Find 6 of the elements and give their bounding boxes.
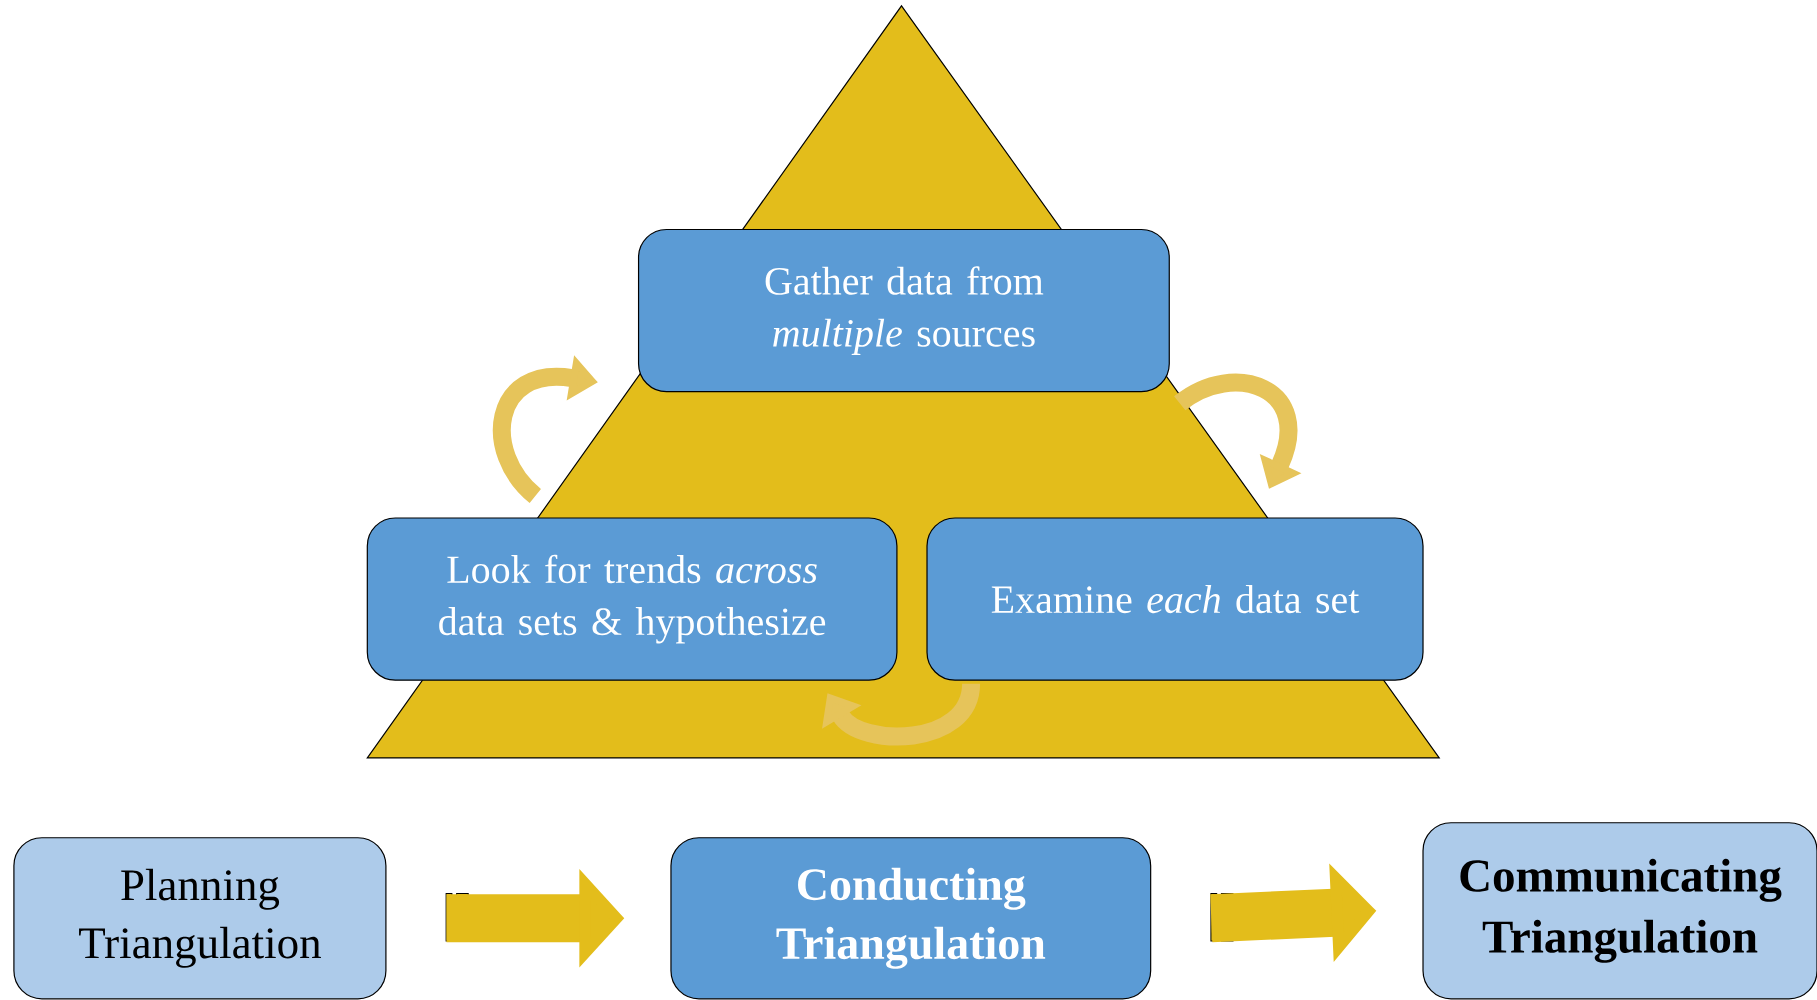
process-box: Examine each data set bbox=[926, 517, 1424, 681]
process-box: Planning Triangulation bbox=[13, 837, 387, 1000]
process-box: Gather data from multiple sources bbox=[637, 228, 1170, 393]
process-box: Communicating Triangulation bbox=[1422, 822, 1817, 1000]
process-box: Conducting Triangulation bbox=[670, 837, 1152, 1000]
process-box: Look for trends across data sets & hypothesize bbox=[366, 517, 898, 681]
